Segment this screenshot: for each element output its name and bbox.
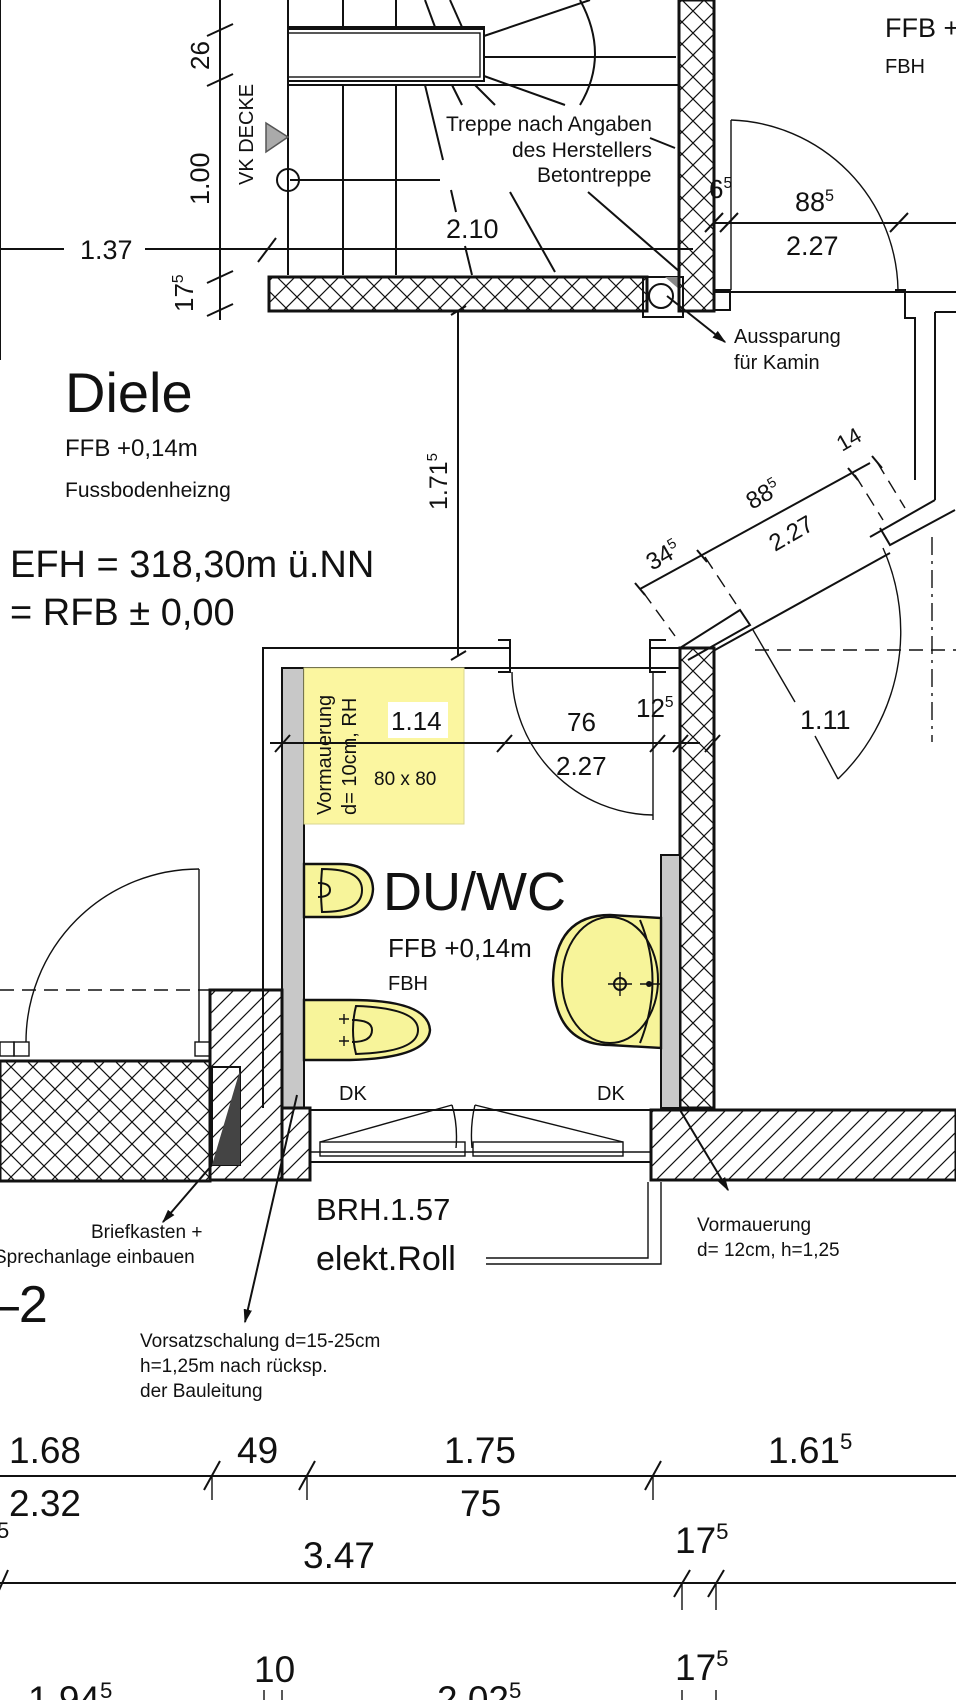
staircase <box>265 0 716 318</box>
briefkasten-line1: Briefkasten + <box>91 1222 202 1243</box>
dim-row3-3: 2.025 <box>437 1678 521 1700</box>
kamin-label-line1: Aussparung <box>734 326 841 348</box>
dimension-111: 1.11 <box>800 705 851 735</box>
stair-dimension-210: 2.10 <box>446 214 499 244</box>
dim-row1-2-top: 49 <box>237 1430 278 1471</box>
dimension-171-5: 1.715 <box>424 453 453 510</box>
room-name-du-wc: DU/WC <box>383 862 566 922</box>
dim-row1-1-bottom: 2.32 <box>9 1483 81 1524</box>
dim-row1-1-top: 1.68 <box>9 1430 81 1471</box>
dimension-26: 26 <box>185 41 215 70</box>
bath-dimension-114: 1.14 <box>391 706 442 736</box>
room-name-diele: Diele <box>65 361 193 424</box>
dim-row3-2: 10 <box>254 1649 295 1690</box>
du-wc-floor-level: FFB +0,14m <box>388 933 532 963</box>
top-right-heating: FBH <box>885 56 925 78</box>
dimension-row-3 <box>263 1690 717 1700</box>
diele-heating: Fussbodenheizng <box>65 479 231 502</box>
dimension-100: 1.00 <box>185 152 215 205</box>
vorsatz-line2: h=1,25m nach rücksp. <box>140 1356 327 1377</box>
dim-row2-main: 3.47 <box>303 1535 375 1576</box>
vormauerung-right-line1: Vormauerung <box>697 1215 811 1236</box>
top-right-floor-level: FFB + <box>885 13 956 43</box>
dimension-row-1 <box>0 1460 956 1500</box>
vormauerung-left-line2: d= 10cm, RH <box>339 698 361 815</box>
door-top-width: 885 <box>795 187 834 217</box>
dimension-17-5: 175 <box>169 274 199 312</box>
diele-floor-level: FFB +0,14m <box>65 435 198 462</box>
roller-shutter-label: elekt.Roll <box>316 1240 456 1278</box>
chimney-icon <box>648 283 674 309</box>
diag-dimension-88-5: 885 <box>742 474 786 515</box>
stair-note-line1: Treppe nach Angaben <box>446 113 652 136</box>
dim-row2-small: 175 <box>675 1519 729 1561</box>
dk-right-label: DK <box>597 1083 625 1105</box>
toilet-fixture <box>302 998 432 1062</box>
entrance-door <box>0 868 241 1183</box>
kamin-label-line2: für Kamin <box>734 352 820 374</box>
diagonal-door <box>634 455 956 780</box>
stair-note-line2: des Herstellers <box>512 139 652 162</box>
elevation-line1: EFH = 318,30m ü.NN <box>10 544 374 586</box>
bath-door-width: 76 <box>567 707 596 737</box>
diag-dimension-14: 14 <box>832 422 866 456</box>
dim-row2-left-sup: 5 <box>0 1518 9 1543</box>
left-dimension-chain <box>0 0 290 360</box>
dk-left-label: DK <box>339 1083 367 1105</box>
door-top-height: 2.27 <box>786 231 839 261</box>
vormauerung-left-line1: Vormauerung <box>314 695 336 815</box>
shower-area <box>303 667 465 825</box>
dimension-6-5: 65 <box>709 174 732 204</box>
dimension-chain-171 <box>450 305 467 661</box>
dim-row1-4-top: 1.615 <box>768 1429 852 1471</box>
bath-door-height: 2.27 <box>556 751 607 781</box>
section-mark: –2 <box>0 1276 48 1334</box>
dim-row3-4: 175 <box>675 1646 729 1688</box>
dim-row1-3-top: 1.75 <box>444 1430 516 1471</box>
dimension-137: 1.37 <box>80 235 133 265</box>
vorsatz-line1: Vorsatzschalung d=15-25cm <box>140 1331 380 1352</box>
stair-note-line3: Betontreppe <box>537 164 651 187</box>
bath-dimension-chain <box>270 671 721 820</box>
dimension-row-2 <box>0 1569 956 1610</box>
elevation-line2: = RFB ± 0,00 <box>10 592 235 634</box>
dim-row1-3-bottom: 75 <box>460 1483 501 1524</box>
brh-label: BRH.1.57 <box>316 1192 450 1227</box>
briefkasten-line2: Sprechanlage einbauen <box>0 1247 195 1268</box>
shower-dimension-bg <box>388 702 448 738</box>
bidet-fixture <box>302 862 375 919</box>
diag-dimension-34-5: 345 <box>642 535 686 576</box>
dim-row3-1: 1.945 <box>28 1678 112 1700</box>
top-right-door <box>704 119 956 500</box>
stair-start-circle-icon <box>276 168 300 192</box>
vk-decke-label: VK DECKE <box>236 84 258 185</box>
vorsatz-line3: der Bauleitung <box>140 1381 263 1402</box>
shower-size: 80 x 80 <box>374 769 436 790</box>
vormauerung-right-line2: d= 12cm, h=1,25 <box>697 1240 840 1261</box>
du-wc-heating: FBH <box>388 973 428 995</box>
vk-decke-marker-icon <box>265 121 290 154</box>
washbasin-fixture <box>551 913 663 1050</box>
bath-dimension-12-5: 125 <box>636 693 674 723</box>
